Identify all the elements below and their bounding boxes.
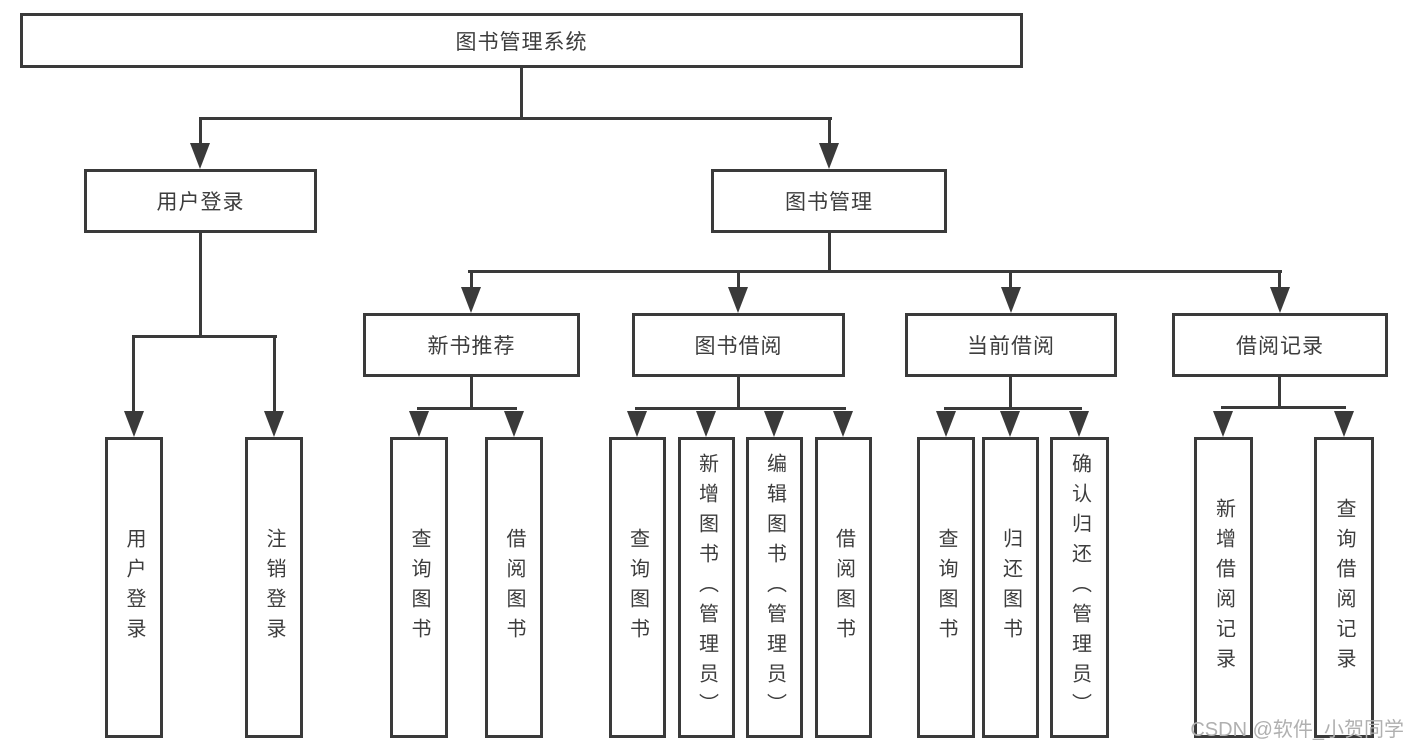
- arrowhead-down-icon: [696, 411, 716, 437]
- leaf-user-login: 用户登录: [105, 437, 163, 738]
- connector-hline: [1221, 406, 1346, 409]
- connector-hline: [635, 407, 846, 410]
- leaf-label: 确认归还（管理员）: [1068, 452, 1091, 723]
- node-label: 用户登录: [156, 191, 245, 214]
- leaf-borrow-books: 借阅图书: [815, 437, 872, 738]
- arrowhead-down-icon: [1069, 411, 1089, 437]
- arrowhead-down-icon: [409, 411, 429, 437]
- connector-hline: [417, 407, 517, 410]
- connector-vline: [520, 68, 523, 118]
- node-label: 新书推荐: [427, 335, 516, 358]
- leaf-query-borrow-record: 查询借阅记录: [1314, 437, 1374, 738]
- connector-vline: [1278, 270, 1281, 290]
- node-root-label: 图书管理系统: [455, 30, 588, 54]
- node-current-borrow: 当前借阅: [905, 313, 1117, 377]
- connector-hline: [199, 117, 832, 120]
- connector-vline: [199, 233, 202, 338]
- node-book-management: 图书管理: [711, 169, 947, 233]
- arrowhead-down-icon: [1270, 287, 1290, 313]
- leaf-borrow-books-recommend: 借阅图书: [485, 437, 543, 738]
- connector-vline: [828, 117, 831, 145]
- connector-vline: [132, 335, 135, 411]
- arrowhead-down-icon: [264, 411, 284, 437]
- arrowhead-down-icon: [1213, 411, 1233, 437]
- node-book-borrow: 图书借阅: [632, 313, 845, 377]
- connector-vline: [470, 270, 473, 290]
- leaf-query-books-borrow: 查询图书: [609, 437, 666, 738]
- arrowhead-down-icon: [1000, 411, 1020, 437]
- leaf-label: 新增借阅记录: [1212, 497, 1235, 678]
- arrowhead-down-icon: [936, 411, 956, 437]
- connector-vline: [1009, 377, 1012, 409]
- connector-vline: [199, 117, 202, 145]
- arrowhead-down-icon: [1001, 287, 1021, 313]
- connector-vline: [828, 233, 831, 272]
- arrowhead-down-icon: [819, 143, 839, 169]
- arrowhead-down-icon: [504, 411, 524, 437]
- leaf-label: 查询图书: [408, 527, 430, 648]
- arrowhead-down-icon: [833, 411, 853, 437]
- leaf-label: 编辑图书（管理员）: [763, 452, 786, 723]
- leaf-label: 查询借阅记录: [1333, 497, 1355, 678]
- node-label: 图书管理: [785, 191, 873, 214]
- leaf-return-books: 归还图书: [982, 437, 1039, 738]
- connector-hline: [944, 407, 1082, 410]
- node-label: 当前借阅: [967, 335, 1055, 358]
- arrowhead-down-icon: [764, 411, 784, 437]
- leaf-logout: 注销登录: [245, 437, 303, 738]
- connector-vline: [273, 335, 276, 411]
- node-label: 借阅记录: [1236, 335, 1324, 358]
- connector-vline: [1009, 270, 1012, 290]
- leaf-query-books-current: 查询图书: [917, 437, 975, 738]
- csdn-watermark: CSDN @软件_小贺同学: [1190, 719, 1404, 741]
- leaf-edit-book-admin: 编辑图书（管理员）: [746, 437, 803, 738]
- leaf-label: 归还图书: [999, 527, 1022, 648]
- arrowhead-down-icon: [627, 411, 647, 437]
- connector-vline: [737, 270, 740, 290]
- leaf-query-books-recommend: 查询图书: [390, 437, 448, 738]
- node-user-login: 用户登录: [84, 169, 317, 233]
- leaf-label: 查询图书: [935, 527, 957, 648]
- arrowhead-down-icon: [124, 411, 144, 437]
- connector-hline: [132, 335, 277, 338]
- leaf-add-book-admin: 新增图书（管理员）: [678, 437, 735, 738]
- leaf-label: 用户登录: [123, 527, 145, 648]
- leaf-label: 借阅图书: [832, 527, 855, 648]
- leaf-label: 注销登录: [263, 527, 285, 648]
- node-borrow-records: 借阅记录: [1172, 313, 1388, 377]
- node-root: 图书管理系统: [20, 13, 1023, 68]
- arrowhead-down-icon: [461, 287, 481, 313]
- connector-vline: [470, 377, 473, 409]
- arrowhead-down-icon: [728, 287, 748, 313]
- arrowhead-down-icon: [190, 143, 210, 169]
- leaf-confirm-return-admin: 确认归还（管理员）: [1050, 437, 1109, 738]
- node-new-book-recommend: 新书推荐: [363, 313, 580, 377]
- connector-vline: [737, 377, 740, 409]
- leaf-add-borrow-record: 新增借阅记录: [1194, 437, 1253, 738]
- connector-hline: [468, 270, 1282, 273]
- leaf-label: 借阅图书: [503, 527, 525, 648]
- leaf-label: 新增图书（管理员）: [695, 452, 718, 723]
- leaf-label: 查询图书: [626, 527, 649, 648]
- arrowhead-down-icon: [1334, 411, 1354, 437]
- node-label: 图书借阅: [694, 335, 783, 358]
- connector-vline: [1278, 377, 1281, 408]
